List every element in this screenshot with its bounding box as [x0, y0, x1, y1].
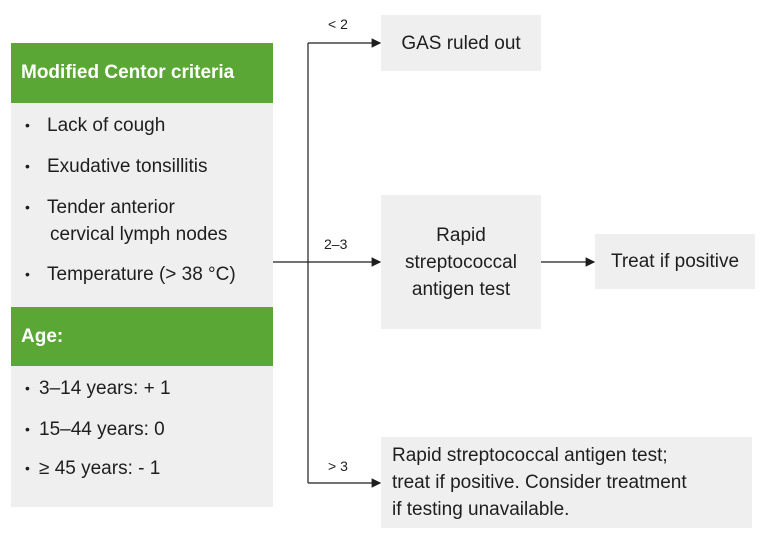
criterion-text: Tender anterior: [47, 197, 175, 218]
branch-label-high: > 3: [328, 458, 348, 474]
age-header: Age:: [11, 307, 273, 366]
criterion-text: Exudative tonsillitis: [47, 156, 208, 177]
age-text: 15–44 years: 0: [39, 419, 165, 440]
result-text-mid-1: Rapid: [436, 224, 486, 246]
bullet-icon: •: [25, 421, 30, 437]
age-text: ≥ 45 years: - 1: [39, 458, 161, 479]
branch-label-low: < 2: [328, 16, 348, 32]
result-text-high-3: if testing unavailable.: [392, 499, 570, 520]
result-text-mid-3: antigen test: [411, 278, 511, 300]
age-text: 3–14 years: + 1: [39, 378, 171, 399]
criterion-text: Temperature (> 38 °C): [47, 264, 236, 285]
criteria-panel: [11, 43, 273, 507]
criteria-title: Modified Centor criteria: [21, 62, 235, 83]
age-title: Age:: [21, 325, 64, 347]
treat-text: Treat if positive: [610, 251, 740, 272]
result-text-high-2: treat if positive. Consider treatment: [392, 472, 687, 493]
result-box-high: Rapid streptococcal antigen test; treat …: [381, 437, 752, 528]
bullet-icon: •: [25, 117, 30, 133]
branch-label-mid: 2–3: [324, 236, 348, 252]
treat-box: Treat if positive: [595, 234, 755, 289]
result-box-low: GAS ruled out: [381, 15, 541, 71]
result-text-high-1: Rapid streptococcal antigen test;: [392, 445, 668, 466]
criterion-text: Lack of cough: [47, 115, 166, 136]
bullet-icon: •: [25, 380, 30, 396]
result-text-low: GAS ruled out: [401, 32, 521, 54]
criteria-header: Modified Centor criteria: [11, 43, 273, 103]
result-box-mid: Rapid streptococcal antigen test: [381, 195, 541, 329]
bullet-icon: •: [25, 266, 30, 282]
bullet-icon: •: [25, 158, 30, 174]
criterion-text: cervical lymph nodes: [50, 224, 228, 245]
bullet-icon: •: [25, 460, 30, 476]
result-text-mid-2: streptococcal: [405, 251, 517, 273]
bullet-icon: •: [25, 199, 30, 215]
